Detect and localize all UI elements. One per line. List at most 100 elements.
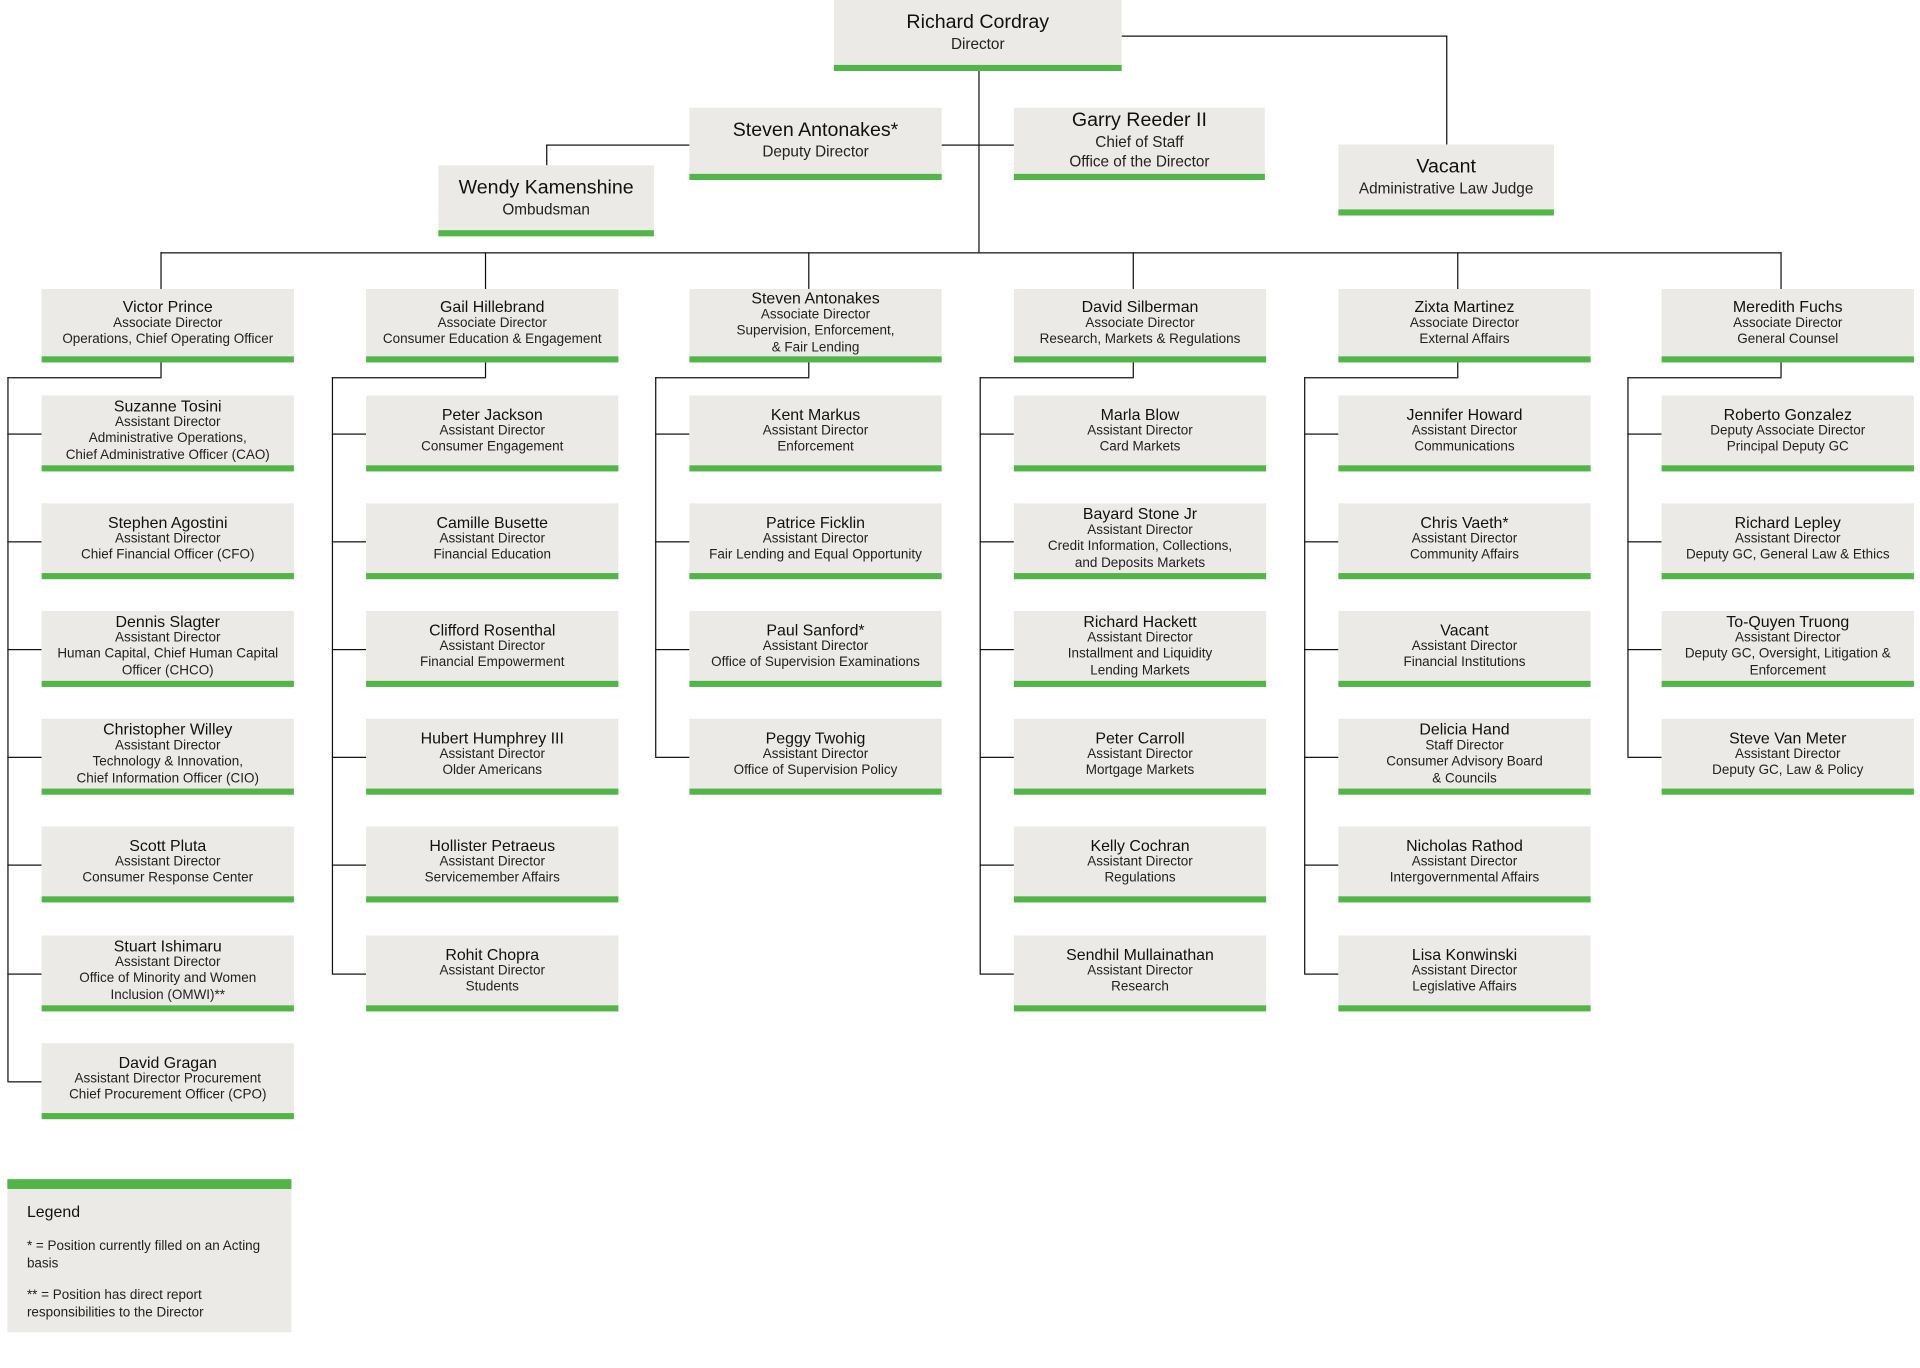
person-name: Marla Blow: [1100, 404, 1180, 424]
position-title: Assistant Director: [1734, 530, 1841, 546]
position-title: Deputy GC, General Law & Ethics: [1685, 547, 1890, 563]
position-title: Financial Institutions: [1403, 655, 1526, 670]
connector-line: [546, 144, 690, 146]
position-title: Assistant Director: [762, 638, 869, 654]
connector-line: [160, 252, 1782, 254]
position-title: Assistant Director: [114, 414, 221, 430]
person-name: Steven Antonakes*: [732, 120, 899, 141]
legend-item-direct-report: ** = Position has direct report responsi…: [26, 1288, 204, 1321]
connector-line: [331, 541, 367, 543]
deputy-director-box: Steven Antonakes* Deputy Director: [689, 107, 942, 181]
connector-line: [1627, 377, 1782, 379]
connector-line: [655, 433, 690, 435]
position-title: and Deposits Markets: [1074, 555, 1206, 571]
position-title: Director: [950, 34, 1005, 53]
connector-line: [1627, 648, 1662, 651]
connector-line: [7, 377, 162, 379]
person-name: Camille Busette: [436, 512, 548, 531]
connector-line: [978, 71, 980, 253]
connector-line: [979, 377, 1134, 379]
position-title: External Affairs: [1419, 331, 1510, 347]
position-title: Financial Empowerment: [420, 655, 565, 670]
connector-line: [655, 377, 657, 757]
position-title: Officer (CHCO): [121, 663, 214, 679]
position-title: Assistant Director: [1411, 423, 1518, 438]
person-name: Meredith Fuchs: [1732, 296, 1843, 316]
position-title: Chief of Staff: [1095, 133, 1184, 151]
person-name: Stephen Agostini: [108, 512, 228, 531]
position-title: Deputy Director: [762, 143, 869, 161]
connector-line: [7, 756, 42, 758]
person-name: Peter Carroll: [1095, 727, 1185, 747]
position-title: Assistant Director: [114, 854, 221, 869]
connector-line: [1304, 377, 1459, 379]
person-name: Bayard Stone Jr: [1082, 504, 1198, 523]
position-title: Installment and Liquidity: [1067, 646, 1213, 662]
position-title: Assistant Director: [439, 423, 546, 438]
position-title: Office of Minority and Women: [79, 971, 257, 987]
position-title: Assistant Director: [1734, 746, 1841, 762]
person-name: Vacant: [1440, 620, 1489, 639]
connector-line: [808, 252, 810, 289]
connector-line: [7, 433, 42, 435]
connector-line: [7, 973, 42, 975]
person-name: Chris Vaeth*: [1420, 512, 1509, 531]
position-title: Intergovernmental Affairs: [1389, 870, 1540, 886]
position-title: Legislative Affairs: [1412, 979, 1517, 995]
person-name: Paul Sanford*: [766, 620, 865, 639]
position-title: Associate Director: [1085, 315, 1195, 331]
connector-line: [331, 864, 367, 866]
person-name: Richard Hackett: [1083, 611, 1197, 631]
connector-line: [1132, 362, 1134, 378]
connector-line: [1121, 35, 1448, 37]
connector-line: [1304, 377, 1306, 974]
person-name: Delicia Hand: [1419, 719, 1510, 739]
position-title: Assistant Director: [439, 963, 546, 978]
position-title: Associate Director: [437, 315, 547, 331]
connector-line: [1457, 362, 1459, 378]
connector-line: [331, 377, 487, 379]
person-name: Hubert Humphrey III: [420, 727, 564, 747]
connector-line: [7, 377, 9, 1082]
position-title: Assistant Director Procurement: [74, 1070, 261, 1086]
connector-line: [7, 1081, 42, 1083]
connector-line: [1304, 756, 1339, 758]
person-name: Steve Van Meter: [1729, 727, 1847, 747]
connector-line: [331, 973, 367, 975]
connector-line: [1304, 648, 1339, 651]
position-title: Older Americans: [442, 762, 543, 778]
connector-line: [941, 144, 1016, 146]
person-name: Dennis Slagter: [115, 611, 220, 631]
person-name: Hollister Petraeus: [429, 835, 556, 855]
person-name: Nicholas Rathod: [1406, 835, 1523, 855]
position-title: Assistant Director: [1087, 423, 1193, 438]
legend: Legend * = Position currently filled on …: [7, 1179, 292, 1333]
position-title: Lending Markets: [1090, 663, 1190, 679]
position-title: Consumer Response Center: [82, 870, 254, 886]
position-title: Enforcement: [777, 439, 854, 455]
position-title: Inclusion (OMWI)**: [110, 987, 226, 1003]
position-title: Students: [465, 979, 519, 995]
position-title: Administrative Operations,: [88, 431, 247, 447]
position-title: Assistant Director: [1087, 630, 1193, 646]
position-title: Operations, Chief Operating Officer: [62, 331, 274, 347]
